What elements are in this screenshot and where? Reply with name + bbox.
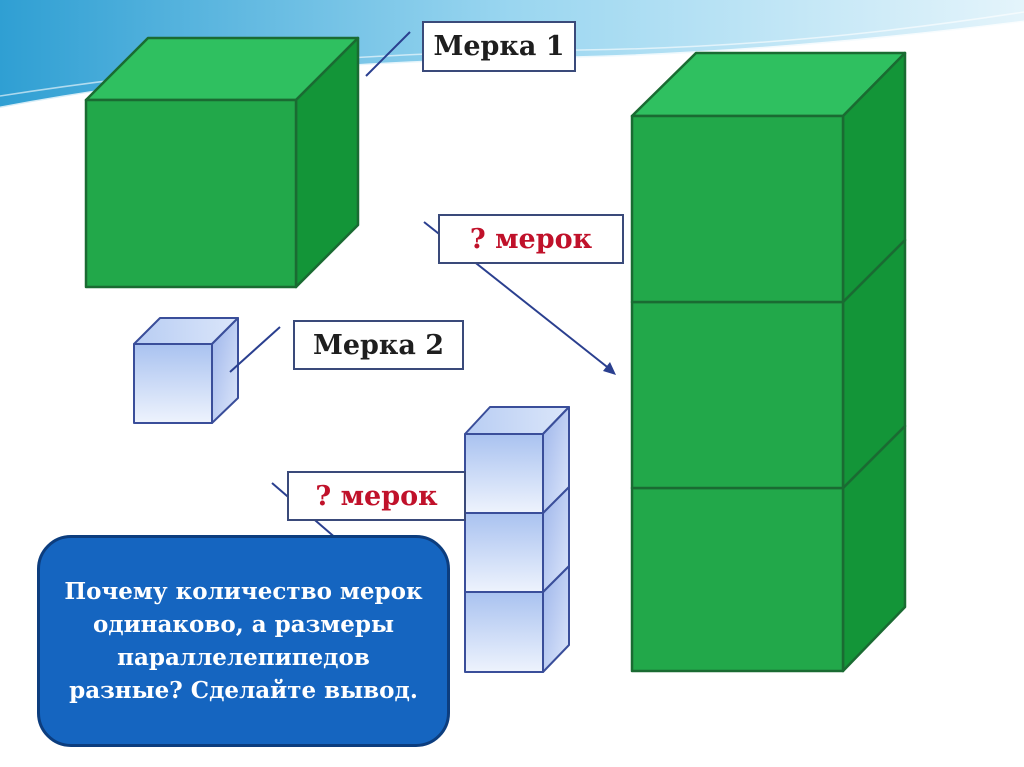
question-text: Почему количество мерок одинаково, а раз… bbox=[64, 578, 423, 704]
question-callout: Почему количество мерок одинаково, а раз… bbox=[37, 535, 450, 747]
blue-cube-merka2 bbox=[133, 317, 239, 424]
label-merka-1: Мерка 1 bbox=[422, 21, 576, 72]
green-cube-stack bbox=[630, 51, 907, 673]
green-cube-merka1 bbox=[84, 36, 360, 289]
label-question-large-stack: ? мерок bbox=[438, 214, 624, 264]
blue-cube-stack bbox=[464, 406, 570, 673]
label-merka-2: Мерка 2 bbox=[293, 320, 464, 370]
label-question-small-stack: ? мерок bbox=[287, 471, 466, 521]
